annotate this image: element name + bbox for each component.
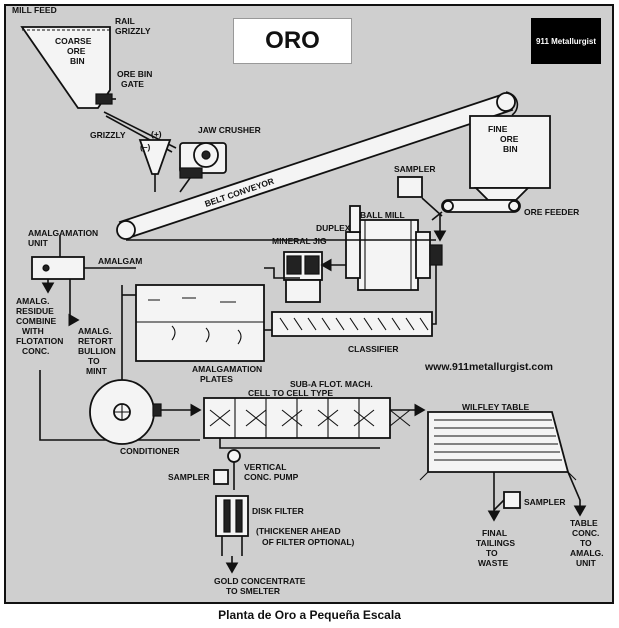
vertical-pump-label-2: CONC. PUMP <box>244 472 299 482</box>
ball-mill-label: BALL MILL <box>360 210 405 220</box>
table-conc-label-1: TABLE <box>570 518 598 528</box>
coarse-ore-bin-label-2: ORE <box>67 46 86 56</box>
fine-ore-bin-label-3: BIN <box>503 144 518 154</box>
ore-feeder <box>441 199 521 213</box>
ore-bin-gate <box>95 93 116 105</box>
final-tailings-label-2: TAILINGS <box>476 538 515 548</box>
minus-label: (–) <box>140 142 151 152</box>
amalgamation-unit-label-1: AMALGAMATION <box>28 228 98 238</box>
ore-bin-gate-label-2: GATE <box>121 79 144 89</box>
fine-ore-bin <box>469 115 551 201</box>
classifier-label: CLASSIFIER <box>348 344 399 354</box>
belt-conveyor <box>116 92 516 240</box>
disk-filter-label: DISK FILTER <box>252 506 304 516</box>
title-box: ORO <box>233 18 352 64</box>
amalg-retort-label-3: BULLION <box>78 346 116 356</box>
amalgamation-plates-label-1: AMALGAMATION <box>192 364 262 374</box>
conditioner <box>89 379 162 445</box>
sampler-mid-label: SAMPLER <box>168 472 210 482</box>
vertical-conc-pump <box>227 449 241 490</box>
amalg-retort-label-1: AMALG. <box>78 326 112 336</box>
vertical-pump-label-1: VERTICAL <box>244 462 287 472</box>
amalg-retort-flow <box>68 279 80 327</box>
amalg-retort-label-4: TO <box>88 356 100 366</box>
amalg-residue-label-6: CONC. <box>22 346 49 356</box>
thickener-note-label-2: OF FILTER OPTIONAL) <box>262 537 355 547</box>
final-tailings-label-1: FINAL <box>482 528 507 538</box>
table-conc-label-5: UNIT <box>576 558 597 568</box>
ball-mill <box>345 205 443 291</box>
duplex-label: DUPLEX <box>316 223 351 233</box>
amalgamation-plates-label-2: PLATES <box>200 374 233 384</box>
mineral-jig-label: MINERAL JIG <box>272 236 327 246</box>
thickener-note-label-1: (THICKENER AHEAD <box>256 526 341 536</box>
page-title: ORO <box>265 27 320 54</box>
wilfley-table <box>419 411 577 481</box>
table-conc-flow <box>567 471 587 517</box>
rail-grizzly-label-2: GRIZZLY <box>115 26 151 36</box>
flotation-machine <box>203 397 411 439</box>
final-tailings-label-3: TO <box>486 548 498 558</box>
wilfley-table-label: WILFLEY TABLE <box>462 402 530 412</box>
amalgamation-plates <box>135 284 265 362</box>
sampler-right-label: SAMPLER <box>524 497 566 507</box>
jaw-crusher <box>179 142 227 193</box>
conveyor-discharge <box>505 91 519 116</box>
sub-a-flot-label-2: CELL TO CELL TYPE <box>248 388 333 398</box>
mill-to-classifier-flow <box>432 265 437 325</box>
sampler-top <box>397 176 443 221</box>
amalgam-label: AMALGAM <box>98 256 142 266</box>
mineral-jig <box>283 251 323 303</box>
gold-concentrate-label-2: TO SMELTER <box>226 586 280 596</box>
coarse-ore-bin-label-3: BIN <box>70 56 85 66</box>
classifier <box>271 311 433 337</box>
final-tailings-label-4: WASTE <box>478 558 509 568</box>
gold-concentrate-label-1: GOLD CONCENTRATE <box>214 576 306 586</box>
residue-return-line <box>39 370 200 441</box>
amalg-residue-label-5: FLOTATION <box>16 336 63 346</box>
grizzly <box>103 111 177 192</box>
amalg-residue-label-1: AMALG. <box>16 296 50 306</box>
logo: 911 Metallurgist <box>531 18 601 64</box>
ore-bin-gate-label-1: ORE BIN <box>117 69 152 79</box>
sampler-top-label: SAMPLER <box>394 164 436 174</box>
fine-ore-bin-label-2: ORE <box>500 134 519 144</box>
sampler-right <box>493 491 521 511</box>
amalg-retort-label-2: RETORT <box>78 336 114 346</box>
plus-label: (+) <box>151 129 162 139</box>
conc-launder <box>219 438 380 449</box>
jaw-crusher-label: JAW CRUSHER <box>198 125 261 135</box>
website-label: www.911metallurgist.com <box>425 361 553 373</box>
amalg-residue-label-4: WITH <box>22 326 44 336</box>
fine-ore-bin-label-1: FINE <box>488 124 508 134</box>
amalg-residue-label-3: COMBINE <box>16 316 56 326</box>
coarse-ore-bin-label-1: COARSE <box>55 36 92 46</box>
figure-caption: Planta de Oro a Pequeña Escala <box>218 608 401 622</box>
table-conc-label-3: TO <box>580 538 592 548</box>
amalg-retort-label-5: MINT <box>86 366 108 376</box>
grizzly-label: GRIZZLY <box>90 130 126 140</box>
amalg-residue-label-2: RESIDUE <box>16 306 54 316</box>
disk-filter <box>215 495 249 556</box>
amalgamation-unit-label-2: UNIT <box>28 238 49 248</box>
logo-text: 911 Metallurgist <box>535 36 597 46</box>
amalgamation-unit <box>31 256 85 280</box>
ore-feeder-label: ORE FEEDER <box>524 207 579 217</box>
conditioner-label: CONDITIONER <box>120 446 180 456</box>
table-conc-label-4: AMALG. <box>570 548 604 558</box>
mill-feed-label: MILL FEED <box>12 5 57 15</box>
jig-to-unit-flow <box>264 267 300 279</box>
sub-a-flot-label-1: SUB-A FLOT. MACH. <box>290 379 373 389</box>
table-conc-label-2: CONC. <box>572 528 599 538</box>
rail-grizzly-label-1: RAIL <box>115 16 135 26</box>
sampler-mid <box>213 469 229 485</box>
